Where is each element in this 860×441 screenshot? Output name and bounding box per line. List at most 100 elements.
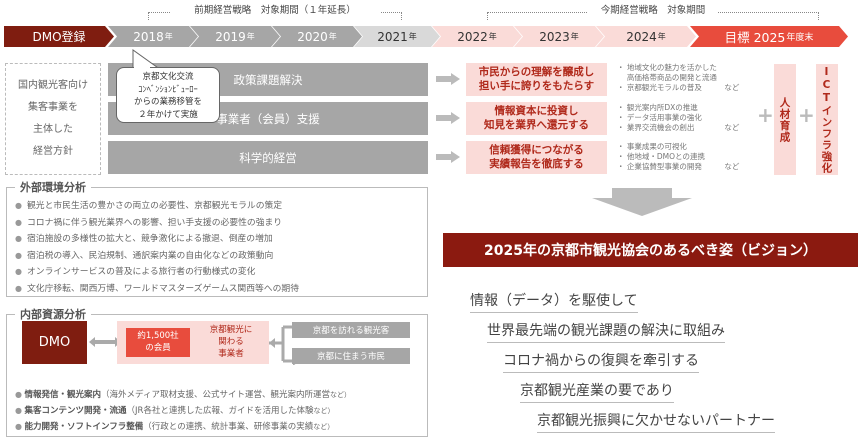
goal-item: ・ 業界交流機会の創出 など bbox=[617, 123, 740, 133]
external-item: コロナ禍に伴う観光業界への影響、担い手支援の必要性の強まり bbox=[15, 215, 427, 232]
goal-box-citizens: 市民からの理解を醸成し担い手に誇りをもたらす bbox=[466, 63, 607, 96]
business-line: 関わる bbox=[218, 337, 244, 347]
external-item: オンラインサービスの普及による旅行者の行動様式の変化 bbox=[15, 264, 427, 281]
year-unit: 年 bbox=[488, 32, 497, 41]
year-label: 2020 bbox=[297, 29, 328, 44]
goal-line: 信頼獲得につながる bbox=[489, 143, 584, 156]
year-unit: 年 bbox=[246, 32, 255, 41]
internal-title: 内部資源分析 bbox=[15, 306, 91, 322]
year-unit: 年 bbox=[328, 32, 337, 41]
target-citizens: 京都に住まう市民 bbox=[292, 348, 410, 364]
down-arrow-icon bbox=[592, 188, 692, 216]
goal-line: 知見を業界へ還元する bbox=[484, 118, 589, 131]
goal-box-information: 情報資本に投資し知見を業界へ還元する bbox=[466, 102, 607, 135]
plus-icon: + bbox=[798, 103, 815, 127]
internal-item: ● 情報発信・観光案内（海外メディア取材支援、公式サイト運営、観光案内所運営など… bbox=[15, 390, 351, 400]
year-label: 2022 bbox=[457, 29, 488, 44]
callout-line: 京都文化交流 bbox=[142, 72, 194, 82]
external-item: 宿泊税の導入、民泊規制、通訳案内業の自由化などの政策動向 bbox=[15, 248, 427, 265]
cross-ict: ICTインフラ強化 bbox=[816, 64, 838, 175]
item-note: など） bbox=[313, 423, 335, 431]
goal-item: 高価格帯商品の開発と流通 bbox=[617, 73, 717, 83]
policy-line: 主体した bbox=[33, 124, 73, 135]
callout-line: ｺﾝﾍﾞﾝｼｮﾝﾋﾞｭｰﾛｰ bbox=[138, 84, 198, 95]
year-label: 2021 bbox=[377, 29, 408, 44]
callout-bubble: 京都文化交流 ｺﾝﾍﾞﾝｼｮﾝﾋﾞｭｰﾛｰ からの業務移管を ２年かけて実施 bbox=[116, 67, 220, 123]
goal-item: ・ 観光案内所DXの推進 bbox=[617, 103, 698, 112]
item-bold: 情報発信・観光案内 bbox=[24, 390, 102, 400]
goal-items: ・ 事業成果の可視化・ 他地域・DMOとの連携・ 企業協賛型事業の開発 など bbox=[617, 142, 739, 172]
dmo-registration: DMO登録 bbox=[4, 26, 114, 47]
goal-item: ・ データ活用事業の強化 bbox=[617, 113, 702, 123]
year-label: 2023 bbox=[539, 29, 570, 44]
external-item: 観光と市民生活の豊かさの両立の必要性、京都観光モラルの策定 bbox=[15, 198, 427, 215]
members-line: の会員 bbox=[145, 343, 171, 353]
curr-period-label: 今期経営戦略 対象期間 bbox=[588, 2, 718, 16]
external-title: 外部環境分析 bbox=[15, 179, 91, 195]
external-item: 文化庁移転、関西万博、ワールドマスターズゲームス関西等への期待 bbox=[15, 281, 427, 298]
business-line: 京都観光に bbox=[209, 325, 253, 335]
item-text: （行政との連携、統計事業、研修事業の実績 bbox=[143, 422, 314, 432]
dmo-label: DMO登録 bbox=[32, 30, 86, 44]
arrow-right-icon bbox=[436, 112, 460, 124]
business-line: 事業者 bbox=[218, 349, 244, 359]
business-box: 約1,500社の会員 京都観光に関わる事業者 bbox=[117, 321, 269, 364]
policy-box: 国内観光客向け 集客事業を 主体した 経営方針 bbox=[5, 63, 101, 175]
pillar-science: 科学的経営 bbox=[108, 141, 428, 174]
year-label: 2019 bbox=[215, 29, 246, 44]
internal-analysis-panel: 内部資源分析 DMO 約1,500社の会員 京都観光に関わる事業者 京都を訪れる… bbox=[6, 306, 428, 437]
callout-tail bbox=[132, 49, 162, 70]
vision-line: コロナ禍からの復興を牽引する bbox=[503, 350, 699, 373]
callout-line: ２年かけて実施 bbox=[138, 109, 198, 120]
item-bold: 集客コンテンツ開発・流通 bbox=[24, 406, 127, 416]
year-label: 2018 bbox=[133, 29, 164, 44]
internal-items: ● 情報発信・観光案内（海外メディア取材支援、公式サイト運営、観光案内所運営など… bbox=[15, 387, 351, 435]
goal-item: ・ 事業成果の可視化 bbox=[617, 142, 687, 151]
callout-tail-cover bbox=[134, 66, 150, 69]
goal-item: ・ 地域文化の魅力を活かした bbox=[617, 63, 717, 72]
members-box: 約1,500社の会員 bbox=[126, 328, 190, 357]
goal-label: 目標 2025 bbox=[724, 30, 786, 45]
item-note: など） bbox=[329, 391, 351, 399]
policy-line: 集客事業を bbox=[28, 102, 78, 113]
year-label: 2024 bbox=[626, 29, 657, 44]
policy-line: 経営方針 bbox=[33, 146, 73, 157]
policy-line: 国内観光客向け bbox=[18, 80, 88, 91]
external-analysis-panel: 外部環境分析 観光と市民生活の豊かさの両立の必要性、京都観光モラルの策定 コロナ… bbox=[6, 179, 428, 298]
item-text: （JR各社と連携した広報、ガイドを活用した体験 bbox=[126, 406, 314, 416]
goal-item: ・ 京都観光モラルの普及 など bbox=[617, 83, 740, 93]
vision-line: 情報（データ）を駆使して bbox=[470, 290, 638, 313]
members-line: 約1,500社 bbox=[137, 331, 179, 341]
goal-line: 市民からの理解を醸成し bbox=[478, 65, 595, 78]
external-item: 宿泊施設の多様性の拡大と、競争激化による撤退、倒産の増加 bbox=[15, 231, 427, 248]
target-tourists: 京都を訪れる観光客 bbox=[292, 322, 410, 338]
item-bold: 能力開発・ソフトインフラ整備 bbox=[24, 422, 144, 432]
internal-item: ● 能力開発・ソフトインフラ整備（行政との連携、統計事業、研修事業の実績など） bbox=[15, 422, 335, 432]
goal-line: 担い手に誇りをもたらす bbox=[478, 79, 595, 92]
goal-line: 実績報告を徹底する bbox=[489, 157, 584, 170]
year-unit: 年 bbox=[164, 32, 173, 41]
callout-line: からの業務移管を bbox=[133, 97, 202, 107]
prev-period-label: 前期経営戦略 対象期間（１年延長） bbox=[170, 2, 380, 16]
vision-line: 京都観光振興に欠かせないパートナー bbox=[537, 410, 775, 433]
goal-item: ・ 他地域・DMOとの連携 bbox=[617, 152, 705, 162]
internal-item: ● 集客コンテンツ開発・流通（JR各社と連携した広報、ガイドを活用した体験など） bbox=[15, 406, 335, 416]
arrow-right-icon bbox=[436, 73, 460, 85]
goal-box-trust: 信頼獲得につながる実績報告を徹底する bbox=[466, 141, 607, 174]
goal-line: 情報資本に投資し bbox=[494, 104, 579, 117]
cross-hr: 人材育成 bbox=[774, 64, 796, 175]
goal-unit: 年度末 bbox=[786, 33, 814, 43]
item-note: など） bbox=[313, 407, 335, 415]
goal-items: ・ 観光案内所DXの推進・ データ活用事業の強化・ 業界交流機会の創出 など bbox=[617, 103, 739, 133]
arrow-right-icon bbox=[436, 151, 460, 163]
dmo-box: DMO bbox=[22, 321, 87, 364]
year-unit: 年 bbox=[408, 32, 417, 41]
